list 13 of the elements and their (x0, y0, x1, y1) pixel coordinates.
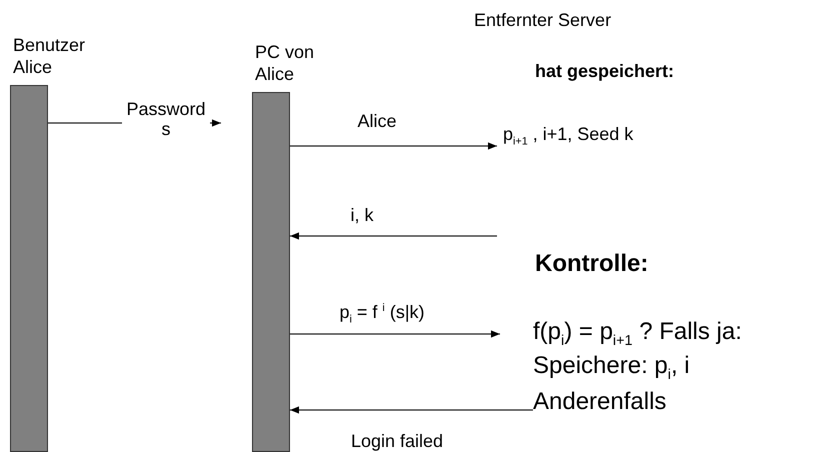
arrow (290, 232, 498, 240)
lifeline-heading: Benutzer Alice (13, 34, 86, 78)
check-text: Speichere: p$_{i}$, i (533, 352, 690, 384)
section-heading: Kontrolle: (535, 250, 648, 279)
participant-heading: Entfernter Server (474, 10, 612, 32)
arrow (290, 406, 534, 414)
message-text: f(p$_{i}$) = p$_{i+1}$ ? Falls ja: (533, 318, 742, 350)
message-text: Anderenfalls (533, 388, 666, 417)
section-heading: hat gespeichert: (535, 61, 674, 83)
arrow (290, 330, 500, 338)
lifeline-heading: PC von Alice (255, 41, 316, 85)
arrow (290, 142, 498, 150)
message-text: p$_{i+1}$ , i+1, Seed k (503, 124, 634, 149)
